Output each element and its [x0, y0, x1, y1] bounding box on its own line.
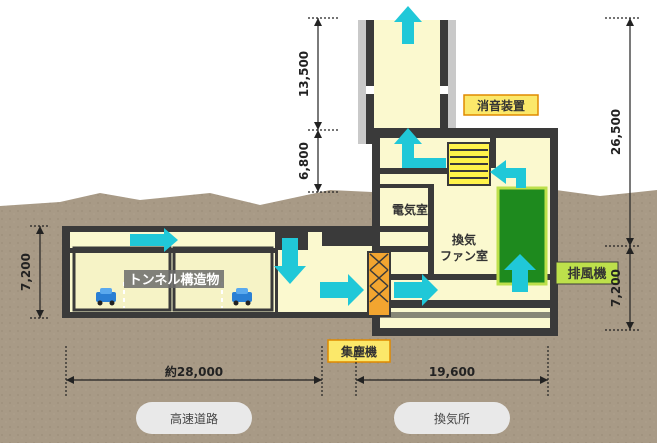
highway-label: 高速道路 [170, 411, 218, 426]
ventilation-station-pill [394, 402, 510, 434]
arrow-fan-turn [490, 160, 526, 188]
dim-station-width: 19,600 [429, 365, 475, 379]
fan-room-label-1: 換気 [452, 232, 476, 247]
arrow-fan-up [504, 254, 536, 292]
fan-room-label-2: ファン室 [440, 248, 488, 263]
dust-collector-label-box [327, 339, 391, 363]
car-right [232, 288, 252, 306]
dim-station-height: 7,200 [609, 269, 623, 307]
exhaust-fan-label-box [555, 261, 619, 285]
tunnel-structure-label: トンネル構造物 [129, 272, 220, 288]
dim-upper-height: 6,800 [297, 142, 311, 180]
arrow-stack-up [394, 6, 422, 44]
silencer-label: 消音装置 [477, 98, 525, 113]
car-left [96, 288, 116, 306]
arrow-right-1 [320, 274, 364, 306]
dim-tunnel-width: 約28,000 [165, 364, 223, 379]
electric-room-label: 電気室 [392, 202, 428, 217]
dust-collector-label: 集塵機 [340, 344, 377, 359]
silencer-stripes [450, 149, 488, 179]
dimension-lines [30, 17, 640, 396]
silencer-label-box [463, 94, 539, 116]
highway-pill [136, 402, 252, 434]
dimension-arrowheads [36, 18, 634, 384]
tunnel-label-bg [124, 270, 224, 288]
ventilation-station-label: 換気所 [434, 411, 470, 426]
dim-stack-height: 13,500 [297, 51, 311, 97]
airflow-arrows [130, 6, 536, 306]
arrow-down-1 [274, 238, 306, 284]
arrow-turn-1 [130, 228, 178, 252]
dim-tunnel-height: 7,200 [19, 253, 33, 291]
dim-total-height: 26,500 [609, 109, 623, 155]
exhaust-fan-label: 排風機 [567, 266, 606, 282]
arrow-silencer-up [394, 128, 446, 168]
arrow-right-2 [394, 274, 438, 306]
